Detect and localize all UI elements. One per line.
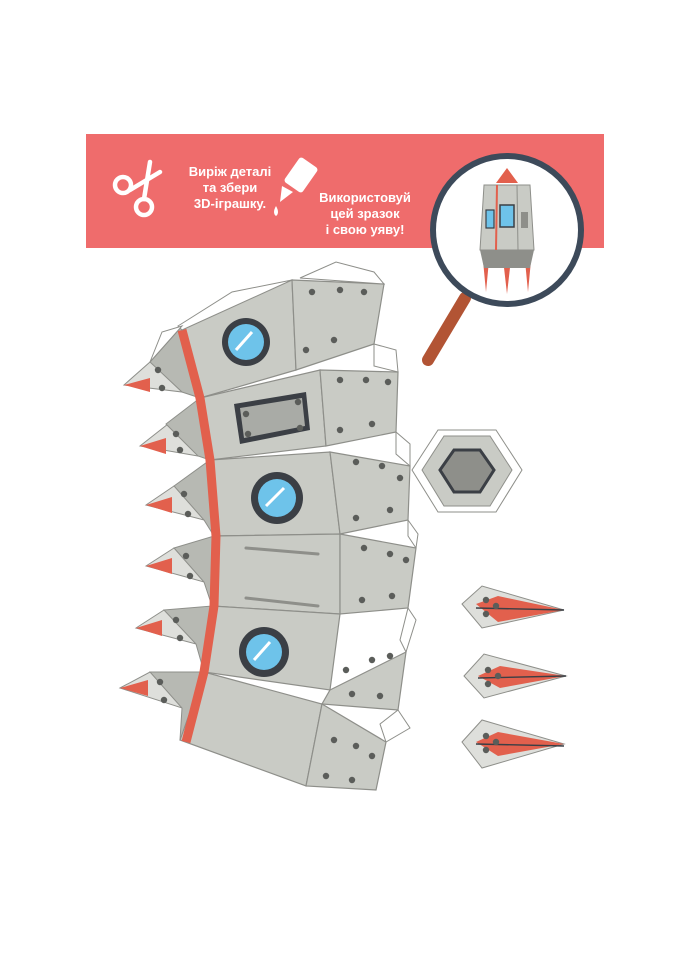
rocket-hatch [234, 392, 310, 444]
instruction-use-line-3: і свою уяву! [325, 222, 405, 237]
fin-3 [461, 719, 566, 769]
instruction-use-text: Використовуй цей зразок і свою уяву! [313, 190, 417, 238]
rocket-slots [244, 546, 320, 608]
rocket-fins [461, 585, 568, 769]
instruction-cut-text: Виріж деталі та збери 3D-іграшку. [183, 164, 277, 212]
red-stripe [177, 328, 221, 744]
fin-1 [461, 585, 565, 629]
rocket-side-panels [291, 279, 417, 791]
scissors-icon [112, 159, 163, 218]
instruction-cut-line-1: Виріж деталі [188, 164, 272, 179]
rocket-base-hexagon [411, 429, 523, 513]
instruction-cut-line-2: та збери [202, 180, 258, 195]
instruction-cut-line-3: 3D-іграшку. [193, 196, 267, 211]
instruction-use-line-1: Використовуй [319, 190, 411, 205]
rocket-preview-icon [479, 168, 535, 294]
glue-tabs [149, 261, 419, 743]
fin-2 [463, 653, 568, 699]
rocket-windows [222, 318, 303, 677]
glue-bottle-icon [274, 157, 318, 216]
instruction-use-line-2: цей зразок [330, 206, 400, 221]
